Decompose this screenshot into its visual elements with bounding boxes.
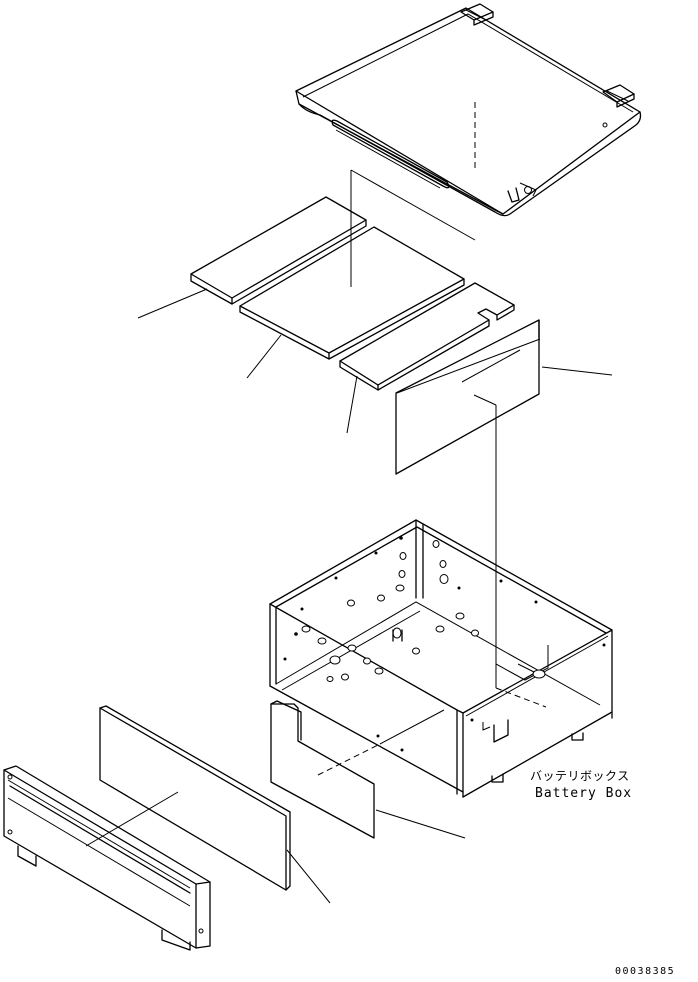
drawing-number: 00038385 — [615, 966, 676, 977]
lid-hinge-left — [460, 3, 494, 26]
front-insulation-board — [85, 705, 291, 891]
lid-hinge-right — [602, 84, 635, 108]
side-pad-right — [395, 319, 541, 475]
leader-lines-lower — [286, 809, 466, 904]
front-cover-plate — [3, 765, 211, 951]
backing-sheet-top — [350, 169, 476, 287]
top-pad-left — [190, 196, 367, 305]
front-pad-notched — [270, 700, 445, 839]
top-pad-centre — [239, 226, 465, 360]
lid-latch — [507, 122, 608, 203]
lid-handle — [331, 119, 450, 189]
battery-box-label-english: Battery Box — [535, 786, 633, 801]
wall-holes — [283, 536, 606, 752]
battery-box-body — [269, 519, 613, 798]
battery-box-lid — [295, 3, 642, 217]
top-pad-right-notched — [339, 282, 515, 391]
leader-lines-upper — [137, 288, 613, 434]
battery-box-label-japanese: バッテリボックス — [530, 769, 630, 783]
floor-holes — [301, 584, 479, 682]
